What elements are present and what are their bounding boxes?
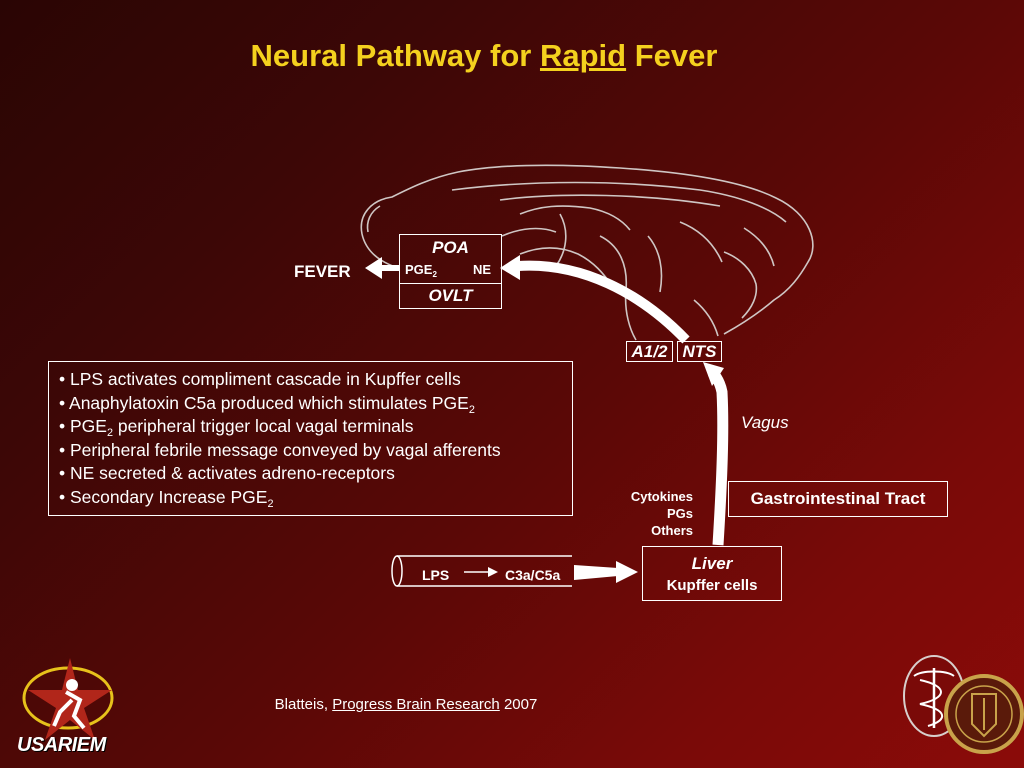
bullet-item: • PGE2 peripheral trigger local vagal te… — [59, 416, 414, 439]
a12-label: A1/2 — [626, 341, 673, 362]
poa-ovlt-box: POA PGE2 NE OVLT — [399, 234, 502, 309]
ovlt-label: OVLT — [428, 286, 473, 305]
usariem-logo — [22, 658, 114, 740]
regimental-crest-logo — [944, 674, 1024, 754]
bullet-item: • NE secreted & activates adreno-recepto… — [59, 463, 395, 484]
mediators-list: Cytokines PGs Others — [631, 488, 693, 539]
lps-label: LPS — [422, 567, 450, 583]
title-suffix: Fever — [626, 38, 718, 73]
title-prefix: Neural Pathway for — [250, 38, 540, 73]
arrow-to-fever — [365, 257, 400, 279]
bullet-item: • LPS activates compliment cascade in Ku… — [59, 369, 461, 389]
mediator-pgs: PGs — [666, 506, 693, 521]
mediator-others: Others — [651, 523, 693, 538]
pge2-base: PGE — [405, 262, 433, 277]
citation-author: Blatteis, — [274, 696, 333, 713]
title-emphasis: Rapid — [539, 38, 627, 73]
citation-year: 2007 — [499, 696, 538, 713]
arrow-vessel-to-liver — [574, 561, 638, 583]
blood-vessel — [391, 555, 572, 587]
mechanism-notes: • LPS activates compliment cascade in Ku… — [48, 361, 573, 516]
gi-tract-box: Gastrointestinal Tract — [728, 481, 948, 517]
usariem-logo-text: USARIEM — [17, 734, 106, 756]
citation-journal: Progress Brain Research — [332, 696, 500, 713]
ne-label: NE — [473, 262, 492, 277]
pge2-label: PGE2 — [405, 262, 437, 279]
arrow-vagus — [703, 362, 729, 546]
fever-label: FEVER — [294, 262, 351, 281]
poa-divider — [400, 283, 501, 284]
bullet-item: • Secondary Increase PGE2 — [59, 486, 274, 510]
citation: Blatteis, Progress Brain Research 2007 — [0, 696, 812, 713]
nts-label: NTS — [677, 341, 722, 362]
pge2-subscript: 2 — [432, 269, 437, 279]
liver-box: Liver Kupffer cells — [642, 546, 782, 601]
vagus-label: Vagus — [741, 413, 789, 432]
c3a-c5a-label: C3a/C5a — [505, 567, 561, 583]
bullet-item: • Peripheral febrile message conveyed by… — [59, 439, 501, 460]
arrow-nts-to-poa — [500, 255, 690, 344]
liver-subtitle: Kupffer cells — [666, 577, 758, 594]
liver-title: Liver — [691, 554, 733, 573]
page-title: Neural Pathway for Rapid Fever — [0, 38, 968, 74]
bullet-item: • Anaphylatoxin C5a produced which stimu… — [59, 392, 475, 416]
mediator-cytokines: Cytokines — [630, 489, 693, 504]
poa-label: POA — [432, 238, 469, 257]
